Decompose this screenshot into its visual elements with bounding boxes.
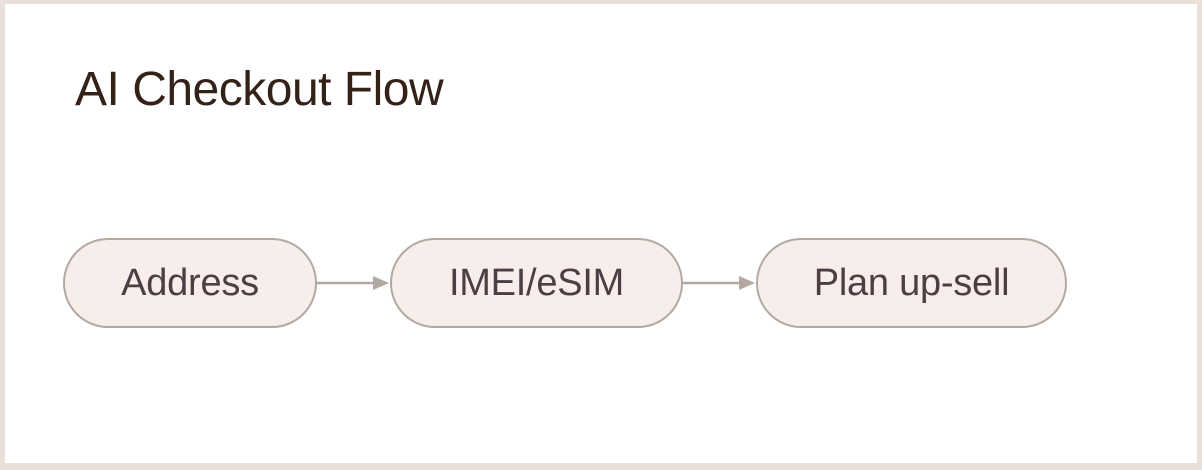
flow-node-label: IMEI/eSIM <box>448 261 625 304</box>
flow-node-label: Plan up-sell <box>813 261 1010 304</box>
flow-connector <box>317 274 390 292</box>
flow-node-plan-upsell: Plan up-sell <box>756 238 1067 328</box>
flow-connector <box>683 274 756 292</box>
flow-node-label: Address <box>121 261 259 304</box>
flow-diagram: Address IMEI/eSIM Plan up-sell <box>63 238 1067 328</box>
arrow-right-icon <box>317 276 389 290</box>
diagram-card: AI Checkout Flow Address IMEI/eSIM <box>5 4 1197 463</box>
diagram-title: AI Checkout Flow <box>75 63 444 116</box>
flow-node-address: Address <box>63 238 317 328</box>
flow-node-imei-esim: IMEI/eSIM <box>390 238 683 328</box>
arrow-right-icon <box>683 276 755 290</box>
